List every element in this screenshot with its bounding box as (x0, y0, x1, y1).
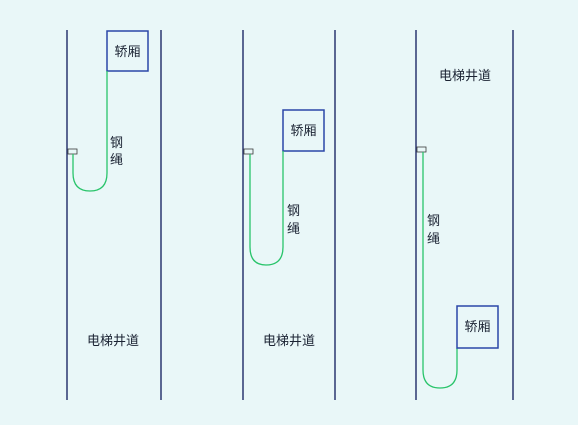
shaft-label: 电梯井道 (87, 334, 139, 349)
rope-label-1: 钢 (110, 136, 123, 151)
elevator-car (456, 305, 499, 349)
rope-label-2: 绳 (110, 153, 123, 168)
rope-label-1: 钢 (427, 214, 440, 229)
panel-1: 轿厢 钢 绳 电梯井道 (66, 30, 162, 400)
panel-2: 轿厢 钢 绳 电梯井道 (242, 30, 336, 400)
elevator-car (106, 30, 149, 72)
shaft-label: 电梯井道 (439, 69, 491, 84)
steel-rope (249, 151, 284, 266)
rope-label-1: 钢 (287, 204, 300, 219)
rope-anchor (67, 148, 78, 155)
rope-label-2: 绳 (287, 222, 300, 237)
elevator-car (282, 109, 325, 152)
car-label: 轿厢 (114, 45, 140, 60)
steel-rope (72, 71, 108, 192)
rope-anchor (416, 146, 427, 153)
car-label: 轿厢 (464, 320, 490, 335)
steel-rope (422, 152, 458, 389)
panel-3: 电梯井道 钢 绳 轿厢 (415, 30, 514, 400)
car-label: 轿厢 (290, 124, 316, 139)
shaft-label: 电梯井道 (263, 334, 315, 349)
rope-label-2: 绳 (427, 232, 440, 247)
rope-anchor (243, 148, 254, 155)
